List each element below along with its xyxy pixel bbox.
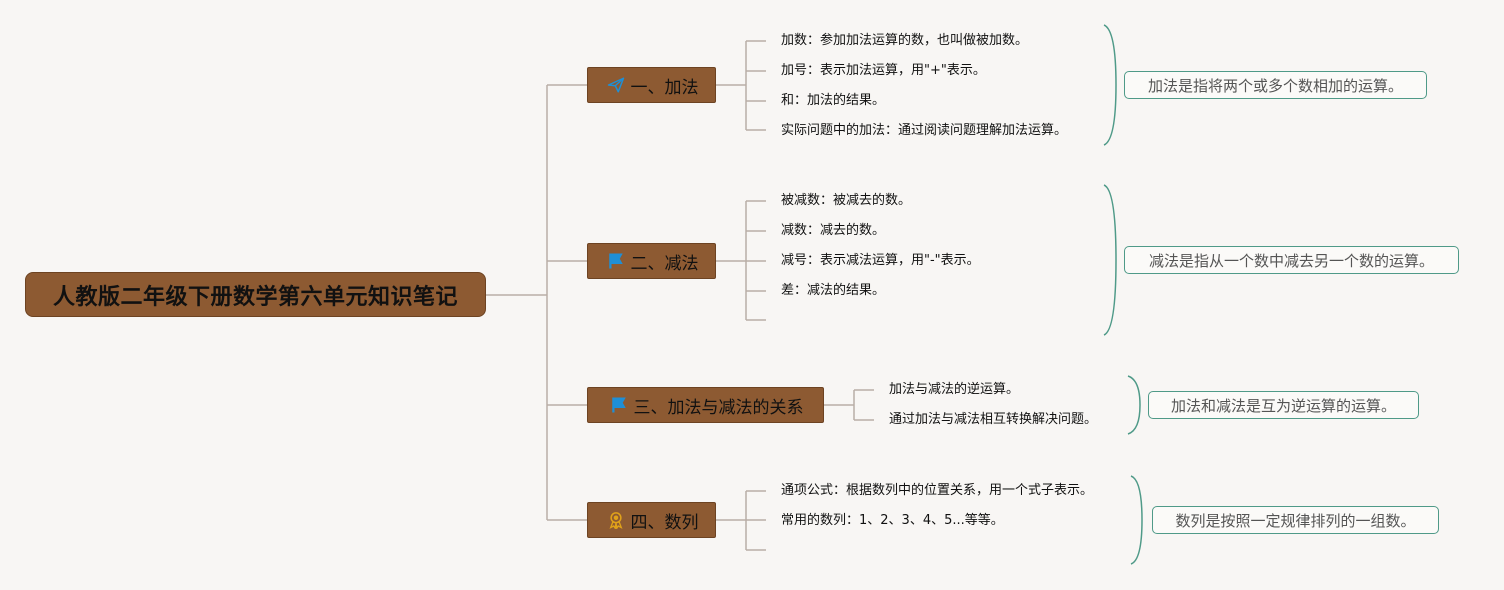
leaf-item[interactable]: 减号：表示减法运算，用"-"表示。 <box>781 253 980 268</box>
summary-bracket <box>1127 375 1141 435</box>
leaf-item[interactable]: 差：减法的结果。 <box>781 283 886 298</box>
branch-sequence[interactable]: 四、数列 <box>587 502 716 538</box>
leaf-item[interactable]: 常用的数列：1、2、3、4、5...等等。 <box>781 513 1004 528</box>
summary-subtraction[interactable]: 减法是指从一个数中减去另一个数的运算。 <box>1124 246 1459 274</box>
branch-relation[interactable]: 三、加法与减法的关系 <box>587 387 824 423</box>
leaf-item[interactable]: 加号：表示加法运算，用"+"表示。 <box>781 63 986 78</box>
paper-plane-icon <box>605 74 627 96</box>
branch-label: 一、加法 <box>630 77 699 98</box>
leaf-item[interactable]: 通过加法与减法相互转换解决问题。 <box>889 412 1098 427</box>
summary-sequence[interactable]: 数列是按照一定规律排列的一组数。 <box>1152 506 1439 534</box>
branch-label: 三、加法与减法的关系 <box>633 397 804 418</box>
summary-relation[interactable]: 加法和减法是互为逆运算的运算。 <box>1148 391 1419 419</box>
branch-subtraction[interactable]: 二、减法 <box>587 243 716 279</box>
branch-addition[interactable]: 一、加法 <box>587 67 716 103</box>
leaf-item[interactable]: 和：加法的结果。 <box>781 93 886 108</box>
summary-bracket <box>1103 184 1117 336</box>
root-topic[interactable]: 人教版二年级下册数学第六单元知识笔记 <box>25 272 486 317</box>
award-ribbon-icon <box>605 509 627 531</box>
leaf-item[interactable]: 减数：减去的数。 <box>781 223 886 238</box>
leaf-item[interactable]: 加法与减法的逆运算。 <box>889 382 1020 397</box>
leaf-item[interactable]: 加数：参加加法运算的数，也叫做被加数。 <box>781 33 1029 48</box>
leaf-item[interactable]: 通项公式：根据数列中的位置关系，用一个式子表示。 <box>781 483 1094 498</box>
leaf-item[interactable]: 被减数：被减去的数。 <box>781 193 912 208</box>
leaf-item[interactable]: 实际问题中的加法：通过阅读问题理解加法运算。 <box>781 123 1068 138</box>
branch-label: 四、数列 <box>630 512 699 533</box>
flag-icon <box>608 394 630 416</box>
summary-bracket <box>1103 24 1117 146</box>
branch-label: 二、减法 <box>630 253 699 274</box>
flag-icon <box>605 250 627 272</box>
summary-addition[interactable]: 加法是指将两个或多个数相加的运算。 <box>1124 71 1427 99</box>
summary-bracket <box>1130 475 1143 565</box>
